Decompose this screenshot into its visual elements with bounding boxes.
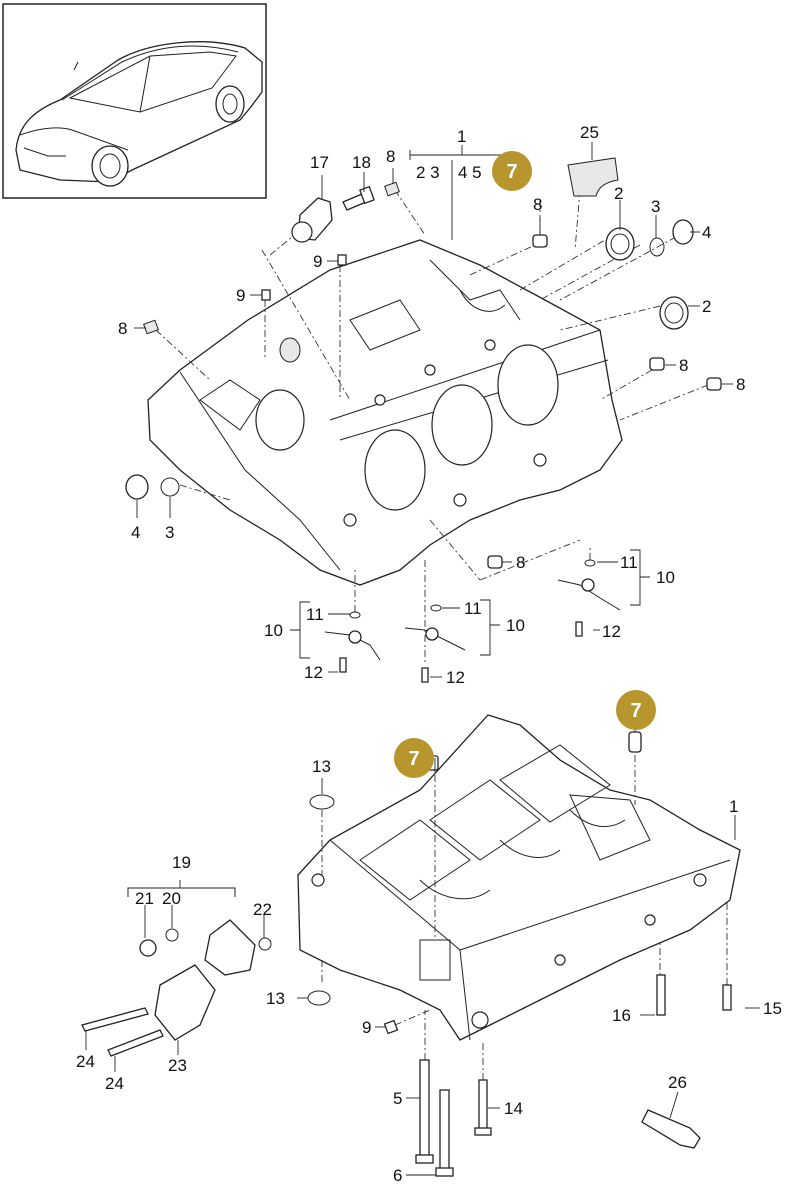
part-labels: 1 2 3 4 5 17 18 8 25 8 2 3 4 2 8 8 9 9 8…	[76, 123, 782, 1185]
label-24-b: 24	[105, 1074, 124, 1093]
label-10-a: 10	[264, 621, 283, 640]
car-thumbnail-icon	[2, 3, 267, 199]
label-24-a: 24	[76, 1052, 95, 1071]
label-16: 16	[612, 1006, 631, 1025]
label-8-d: 8	[736, 375, 745, 394]
label-2-a: 2	[614, 184, 623, 203]
label-11-a: 11	[306, 605, 324, 624]
label-1-top: 1	[457, 127, 466, 146]
label-8-e: 8	[118, 319, 127, 338]
badge-text-3: 7	[408, 748, 419, 770]
label-11-c: 11	[620, 553, 638, 572]
label-2-b: 2	[702, 297, 711, 316]
label-23: 23	[168, 1056, 187, 1075]
label-12-c: 12	[602, 622, 621, 641]
label-group-23: 2 3	[416, 163, 440, 182]
label-6: 6	[393, 1166, 402, 1185]
label-5-b: 5	[393, 1089, 402, 1108]
leader-lines	[85, 142, 760, 1176]
label-22: 22	[253, 900, 272, 919]
label-11-b: 11	[464, 599, 482, 618]
callout-badge-3[interactable]: 7	[394, 738, 434, 778]
label-group-45: 4 5	[458, 163, 482, 182]
label-19: 19	[172, 853, 191, 872]
label-15: 15	[763, 999, 782, 1018]
label-9-c: 9	[362, 1018, 371, 1037]
label-25: 25	[580, 123, 599, 142]
label-8-a: 8	[386, 147, 395, 166]
upper-crankcase	[147, 239, 623, 586]
label-21: 21	[135, 889, 154, 908]
label-4-b: 4	[131, 523, 140, 542]
lower-crankcase	[297, 714, 741, 1041]
label-8-f: 8	[516, 553, 525, 572]
label-3-a: 3	[651, 197, 660, 216]
label-3-b: 3	[165, 523, 174, 542]
label-13-b: 13	[266, 989, 285, 1008]
label-9-a: 9	[313, 252, 322, 271]
label-9-b: 9	[236, 286, 245, 305]
badge-text-1: 7	[506, 161, 517, 183]
label-26: 26	[668, 1073, 687, 1092]
label-20: 20	[162, 889, 181, 908]
label-14: 14	[504, 1099, 523, 1118]
label-12-a: 12	[304, 663, 323, 682]
label-4-a: 4	[702, 223, 711, 242]
label-1-bottom: 1	[729, 797, 738, 816]
label-12-b: 12	[446, 668, 465, 687]
label-8-c: 8	[679, 356, 688, 375]
callout-badge-1[interactable]: 7	[492, 151, 532, 191]
small-parts	[81, 157, 732, 1177]
label-8-b: 8	[533, 195, 542, 214]
callout-badge-2[interactable]: 7	[616, 690, 656, 730]
label-10-c: 10	[656, 568, 675, 587]
badge-text-2: 7	[630, 700, 641, 722]
label-10-b: 10	[506, 616, 525, 635]
label-18: 18	[352, 153, 371, 172]
label-13-a: 13	[312, 757, 331, 776]
label-17: 17	[310, 153, 329, 172]
